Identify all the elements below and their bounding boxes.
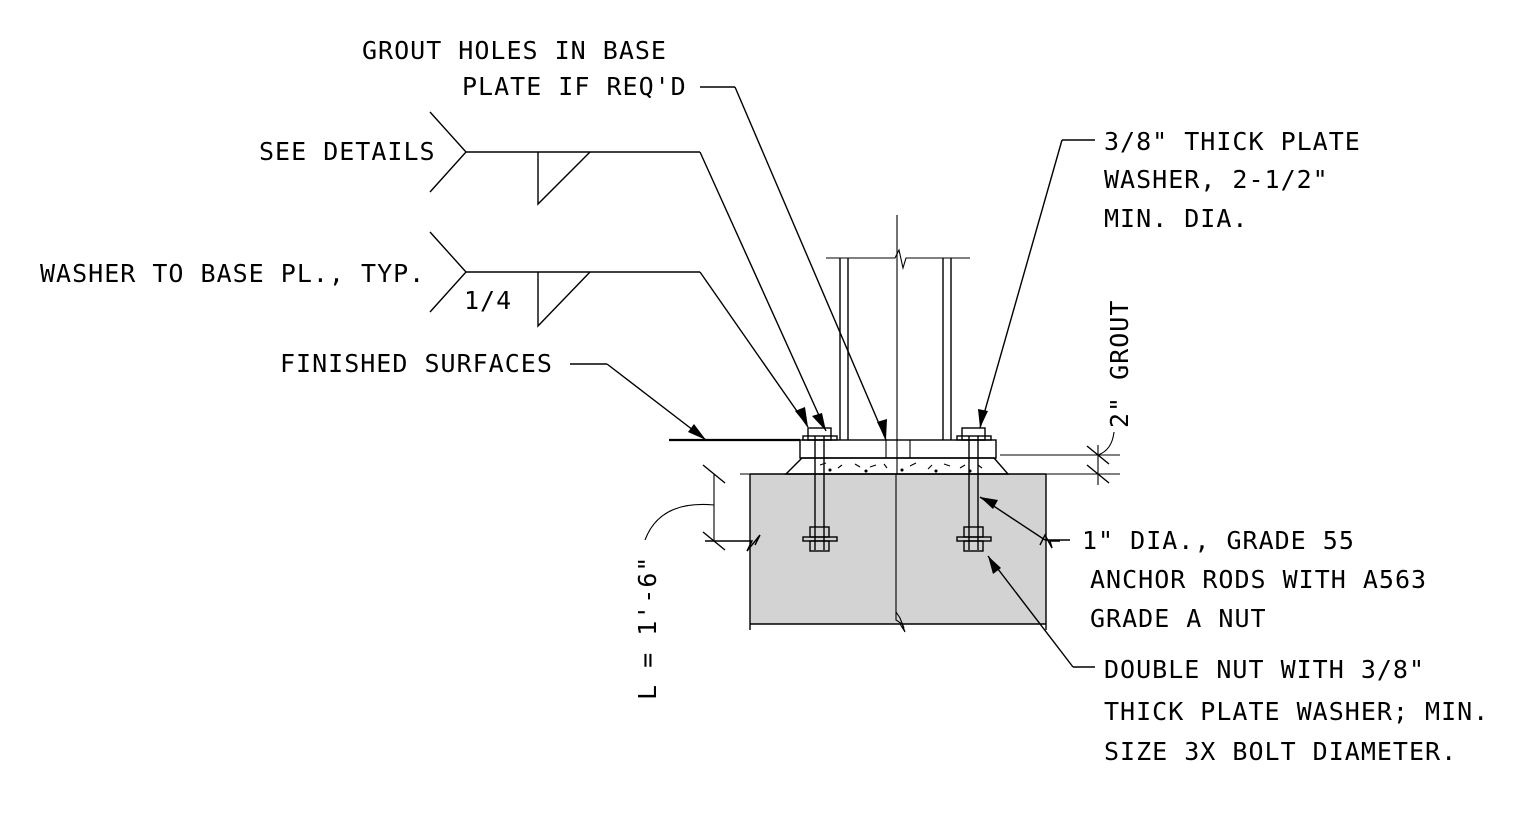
base-plate (799, 439, 997, 459)
label-double-nut-3: SIZE 3X BOLT DIAMETER. (1104, 737, 1457, 766)
label-plate-washer-2: WASHER, 2-1/2" (1104, 165, 1329, 194)
label-anchor-rods-1: 1" DIA., GRADE 55 (1082, 526, 1355, 555)
label-anchor-rods-2: ANCHOR RODS WITH A563 (1090, 565, 1427, 594)
leader-double-nut (987, 555, 1095, 668)
left-anchor-rod (802, 427, 838, 552)
embed-length-dimension (644, 464, 726, 551)
label-finished-surfaces: FINISHED SURFACES (280, 349, 553, 378)
label-plate-washer-1: 3/8" THICK PLATE (1104, 127, 1361, 156)
label-double-nut-1: DOUBLE NUT WITH 3/8" (1104, 655, 1425, 684)
weld-symbol-see-details (429, 111, 827, 432)
left-break-line (705, 534, 761, 552)
right-anchor-rod (956, 427, 992, 552)
label-grout-holes-2: PLATE IF REQ'D (462, 72, 687, 101)
label-see-details: SEE DETAILS (259, 137, 436, 166)
label-grout-holes-1: GROUT HOLES IN BASE (362, 36, 667, 65)
leader-grout-holes (700, 86, 887, 441)
label-plate-washer-3: MIN. DIA. (1104, 204, 1248, 233)
grout-dimension (1086, 431, 1115, 485)
leader-finished-surfaces (570, 363, 707, 441)
weld-symbol-washer (429, 231, 809, 428)
leader-plate-washer (979, 139, 1095, 429)
steel-column (826, 215, 970, 474)
label-washer-to-base: WASHER TO BASE PL., TYP. (40, 259, 425, 288)
arrowheads (688, 407, 1001, 574)
label-embed-length: L = 1'-6" (633, 556, 662, 700)
label-double-nut-2: THICK PLATE WASHER; MIN. (1104, 697, 1489, 726)
label-anchor-rods-3: GRADE A NUT (1090, 604, 1267, 633)
concrete-foundation (749, 473, 1047, 633)
label-weld-size: 1/4 (464, 286, 512, 315)
label-grout: 2" GROUT (1105, 300, 1134, 428)
